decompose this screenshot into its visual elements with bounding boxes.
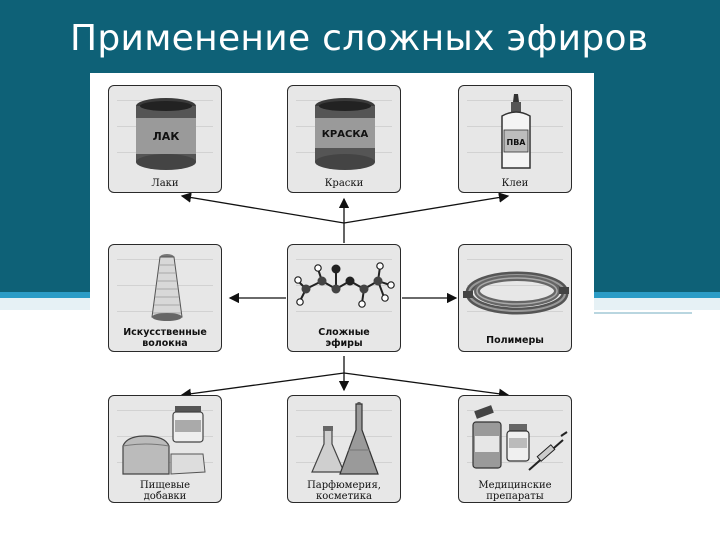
flask-bottles-icon [311, 402, 379, 475]
ester-molecule-icon [294, 262, 395, 308]
box-fibers: Искусственные волокна [108, 244, 222, 352]
box-paint: КРАСКА Краски [287, 85, 401, 193]
box-varnish: ЛАК Лаки [108, 85, 222, 193]
label-center-line2: эфиры [325, 338, 363, 349]
label-paint: Краски [324, 178, 364, 189]
glue-bottle-text: ПВА [507, 138, 527, 147]
box-center-esters: Сложные эфиры [287, 244, 401, 352]
label-medicine-line1: Медицинские [478, 480, 552, 491]
box-glue: ПВА Клеи [458, 85, 572, 193]
box-polymers: Полимеры [458, 244, 572, 352]
label-food-line2: добавки [143, 491, 187, 502]
label-glue: Клеи [501, 178, 529, 189]
label-polymers: Полимеры [486, 335, 544, 346]
box-food: Пищевые добавки [108, 395, 222, 503]
glue-bottle-icon: ПВА [501, 94, 531, 169]
label-perfume-line1: Парфюмерия, [307, 480, 381, 491]
paint-can-text: КРАСКА [322, 129, 369, 140]
thread-spool-icon [151, 254, 183, 321]
diagram-panel: ЛАК Лаки КРАСКА Краски ПВА Клеи [90, 73, 594, 513]
bread-and-jar-icon [122, 406, 206, 475]
accent-line [592, 312, 692, 314]
varnish-can-text: ЛАК [153, 130, 180, 143]
slide-title: Применение сложных эфиров [70, 18, 649, 59]
label-varnish: Лаки [151, 178, 179, 189]
varnish-can-icon: ЛАК [136, 98, 196, 170]
label-center-line1: Сложные [318, 327, 370, 338]
box-medicine: Медицинские препараты [458, 395, 572, 503]
connector-arrows [180, 192, 510, 399]
box-perfume: Парфюмерия, косметика [287, 395, 401, 503]
hose-coil-icon [463, 271, 569, 315]
label-perfume-line2: косметика [316, 491, 372, 502]
label-fibers-line1: Искусственные [123, 327, 207, 338]
medicine-vials-icon [472, 405, 568, 471]
label-fibers-line2: волокна [142, 338, 188, 349]
paint-can-icon: КРАСКА [315, 98, 375, 170]
label-medicine-line2: препараты [486, 491, 544, 502]
label-food-line1: Пищевые [139, 480, 191, 491]
